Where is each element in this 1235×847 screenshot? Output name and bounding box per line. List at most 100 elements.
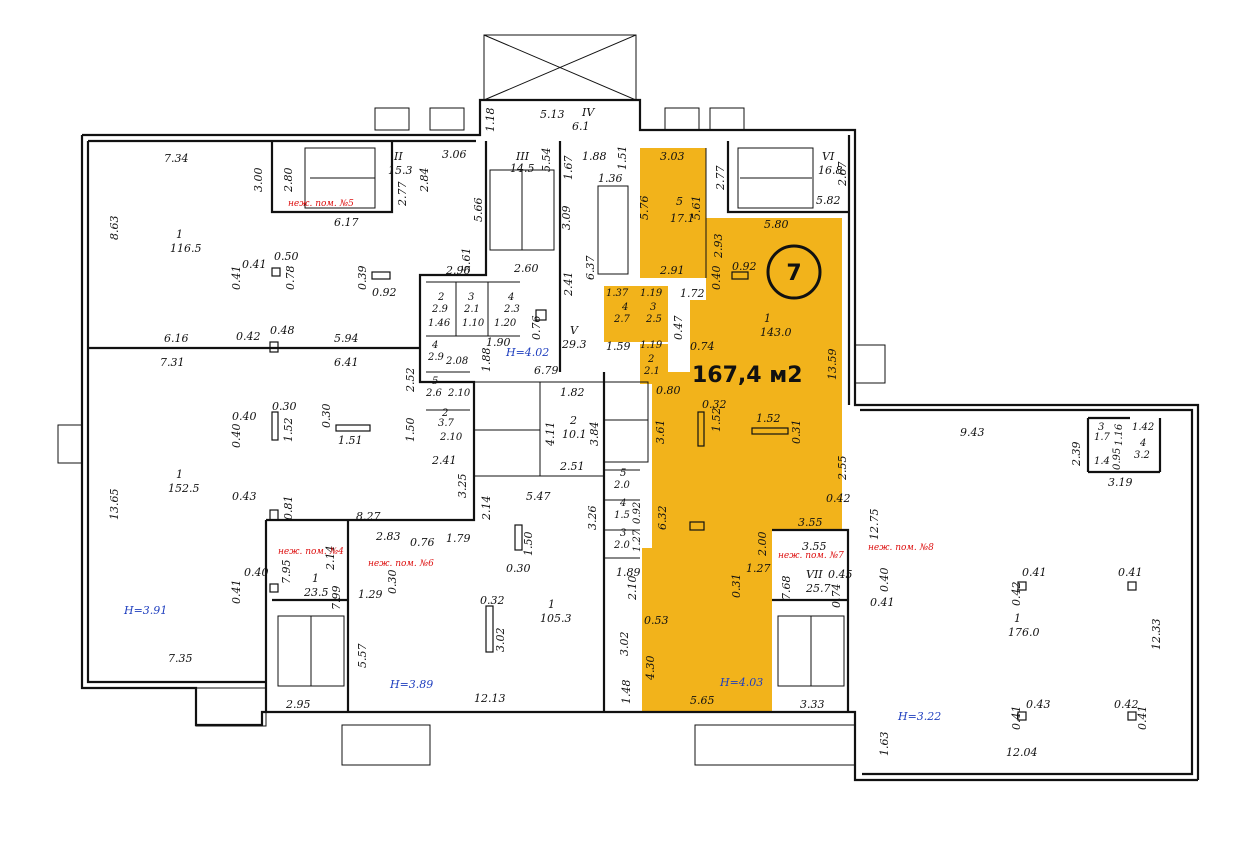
svg-text:2.41: 2.41 (562, 272, 575, 298)
svg-text:5.61: 5.61 (460, 248, 473, 273)
svg-text:II: II (393, 150, 403, 163)
svg-text:0.41: 0.41 (230, 580, 243, 605)
svg-text:VI: VI (822, 150, 835, 163)
svg-text:0.74: 0.74 (690, 340, 715, 353)
svg-text:4.11: 4.11 (544, 422, 557, 448)
svg-text:1.10: 1.10 (462, 318, 485, 329)
svg-text:2.77: 2.77 (396, 182, 409, 208)
svg-text:4: 4 (621, 302, 628, 313)
svg-text:2.39: 2.39 (1070, 442, 1083, 468)
svg-text:4: 4 (431, 340, 438, 351)
svg-text:5.47: 5.47 (526, 490, 551, 503)
svg-text:0.41: 0.41 (242, 258, 267, 271)
svg-text:2.9: 2.9 (431, 304, 449, 315)
svg-text:2.9: 2.9 (427, 352, 445, 363)
svg-text:неж. пом. №7: неж. пом. №7 (778, 551, 844, 561)
svg-text:3.7: 3.7 (438, 418, 455, 429)
svg-text:3.06: 3.06 (442, 148, 467, 161)
highlighted-unit[interactable] (604, 148, 842, 712)
svg-text:5.13: 5.13 (540, 108, 565, 121)
svg-text:H=3.89: H=3.89 (389, 678, 433, 691)
svg-text:5.57: 5.57 (356, 644, 369, 669)
svg-text:2.10: 2.10 (626, 576, 639, 602)
svg-text:15.3: 15.3 (388, 164, 413, 177)
svg-text:3.02: 3.02 (618, 632, 631, 657)
unit-marker[interactable]: 7 (766, 244, 822, 300)
svg-text:1.88: 1.88 (582, 150, 607, 163)
svg-text:VII: VII (806, 568, 823, 581)
svg-text:5.66: 5.66 (472, 198, 485, 223)
svg-text:2.77: 2.77 (714, 166, 727, 192)
svg-text:1: 1 (312, 572, 319, 585)
svg-text:0.92: 0.92 (732, 260, 757, 273)
svg-text:4: 4 (619, 498, 626, 509)
svg-text:0.53: 0.53 (644, 614, 669, 627)
svg-text:3.09: 3.09 (560, 206, 573, 231)
svg-text:1.52: 1.52 (282, 418, 295, 443)
svg-text:0.74: 0.74 (830, 584, 843, 609)
svg-text:H=3.91: H=3.91 (123, 604, 167, 617)
svg-text:0.78: 0.78 (284, 266, 297, 291)
svg-text:1: 1 (1014, 612, 1021, 625)
svg-text:7.68: 7.68 (780, 576, 793, 601)
svg-text:2.91: 2.91 (659, 264, 685, 277)
svg-text:0.50: 0.50 (274, 250, 299, 263)
svg-text:16.8: 16.8 (818, 164, 843, 177)
room-176-labels: 9.43 12.75 0.40 0.41 0.41 0.42 0.41 12.3… (868, 426, 1163, 759)
svg-text:0.41: 0.41 (870, 596, 895, 609)
svg-text:2.41: 2.41 (431, 454, 457, 467)
svg-text:1.19: 1.19 (640, 288, 663, 299)
svg-text:2.96: 2.96 (445, 264, 471, 277)
svg-text:0.40: 0.40 (244, 566, 269, 579)
svg-text:1.29: 1.29 (358, 588, 383, 601)
svg-text:2.5: 2.5 (645, 314, 662, 325)
svg-text:2: 2 (569, 414, 577, 427)
svg-text:17.1: 17.1 (670, 212, 695, 225)
svg-text:1.90: 1.90 (486, 336, 511, 349)
svg-text:2.51: 2.51 (559, 460, 585, 473)
svg-text:3.00: 3.00 (252, 168, 265, 193)
svg-text:5: 5 (432, 376, 438, 387)
svg-text:2.52: 2.52 (404, 368, 417, 394)
svg-text:12.75: 12.75 (868, 509, 881, 541)
svg-text:1.27: 1.27 (632, 529, 643, 552)
svg-text:5.82: 5.82 (816, 194, 841, 207)
svg-text:1.46: 1.46 (428, 318, 451, 329)
svg-text:1.72: 1.72 (680, 287, 705, 300)
svg-text:2.60: 2.60 (513, 262, 539, 275)
svg-text:1.67: 1.67 (562, 156, 575, 181)
svg-text:2.3: 2.3 (503, 304, 520, 315)
svg-text:3.02: 3.02 (494, 628, 507, 653)
svg-text:2.10: 2.10 (439, 432, 463, 443)
svg-text:5.76: 5.76 (638, 196, 651, 221)
mini-rooms-labels: 5 2.0 4 1.5 0.92 3 2.0 1.27 3.26 1.89 (586, 468, 643, 579)
svg-text:V: V (570, 324, 579, 337)
svg-text:3.03: 3.03 (660, 150, 685, 163)
outer-walls (57, 34, 1200, 782)
svg-text:0.80: 0.80 (656, 384, 681, 397)
svg-text:7.95: 7.95 (280, 560, 293, 585)
svg-text:4.30: 4.30 (644, 656, 657, 682)
svg-text:2.08: 2.08 (445, 356, 468, 367)
svg-text:12.33: 12.33 (1150, 619, 1163, 651)
svg-text:5.80: 5.80 (764, 218, 789, 231)
svg-text:0.31: 0.31 (790, 420, 803, 445)
stairs (277, 147, 845, 687)
small-rooms-labels: 2 2.9 1.46 3 2.1 1.10 4 2.3 1.20 4 2.9 2… (404, 248, 575, 499)
svg-text:0.76: 0.76 (410, 536, 435, 549)
svg-text:0.32: 0.32 (480, 594, 505, 607)
svg-text:1.63: 1.63 (878, 732, 891, 757)
stair-labels: 5.13 IV 6.1 1.18 III 14.5 5.54 1.67 1.88… (252, 106, 849, 280)
svg-text:2.10: 2.10 (447, 388, 471, 399)
svg-text:1: 1 (548, 598, 555, 611)
svg-text:6.41: 6.41 (334, 356, 359, 369)
svg-text:116.5: 116.5 (170, 242, 202, 255)
svg-text:29.3: 29.3 (561, 338, 587, 351)
svg-text:2: 2 (441, 408, 448, 419)
svg-text:8.27: 8.27 (356, 510, 381, 523)
svg-text:3.55: 3.55 (802, 540, 827, 553)
svg-text:3.25: 3.25 (456, 474, 469, 499)
svg-text:7.34: 7.34 (164, 152, 189, 165)
svg-text:1.52: 1.52 (710, 408, 723, 433)
